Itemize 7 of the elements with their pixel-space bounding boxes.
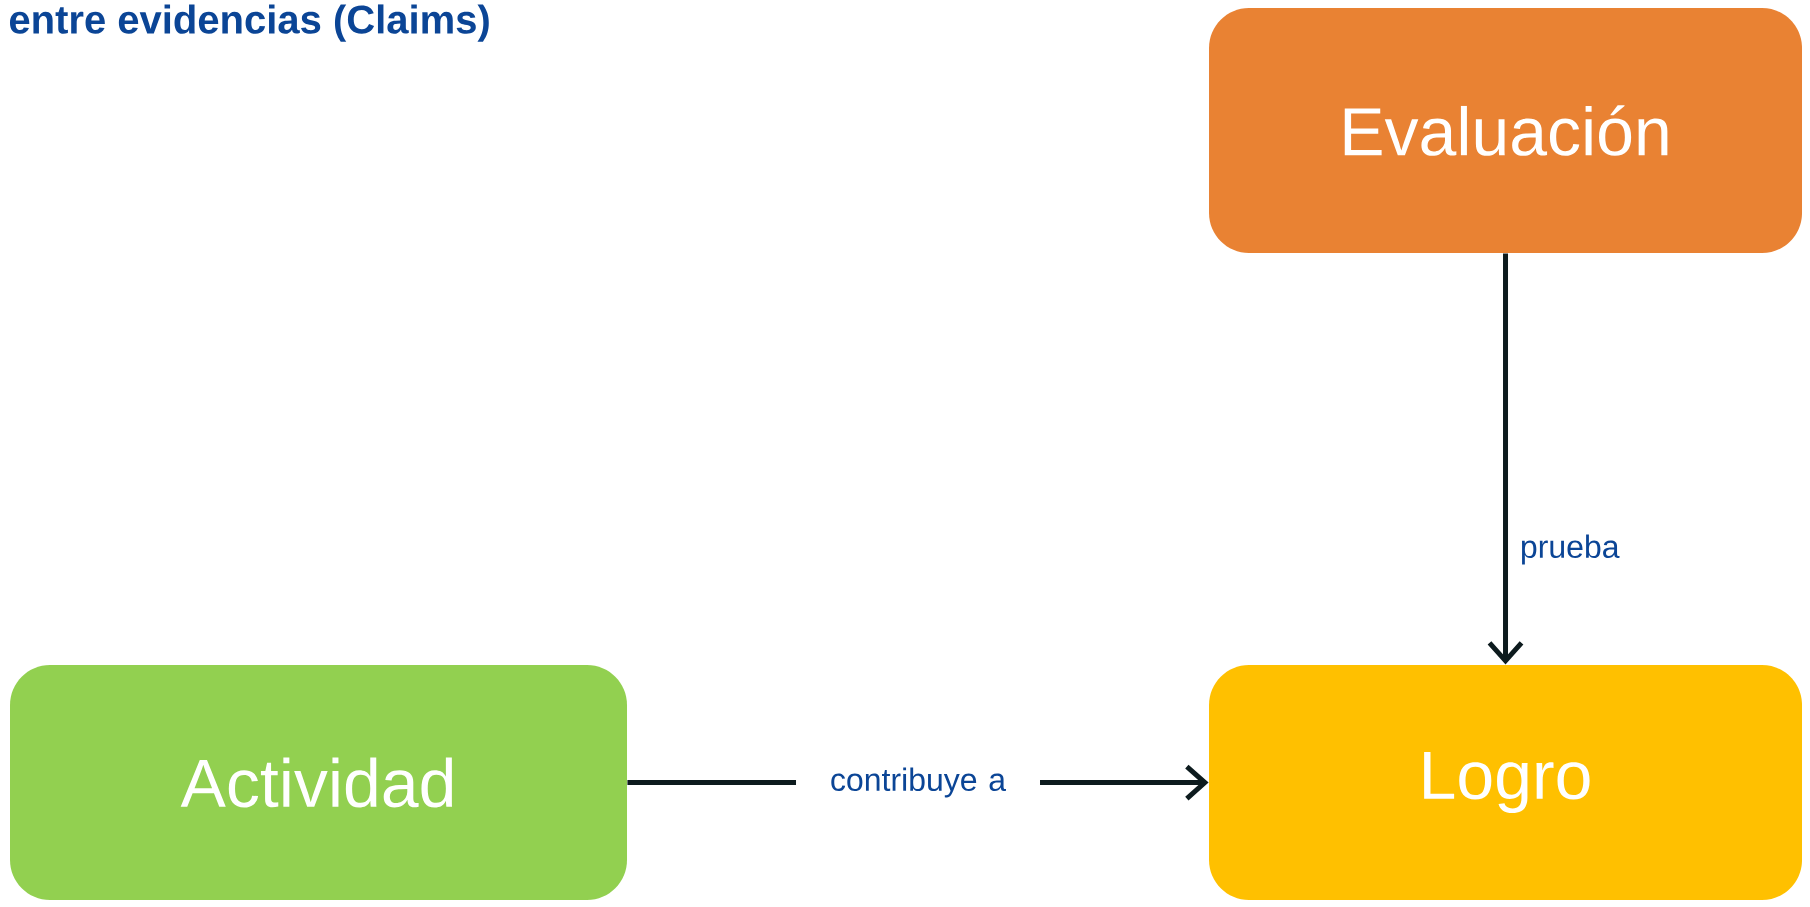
edge-label: contribuye a (796, 765, 1040, 800)
edge-label: prueba (1522, 534, 1620, 565)
process-box: Evaluación (1209, 8, 1802, 253)
process-box: Actividad (10, 665, 627, 900)
process-box: Logro (1209, 665, 1802, 900)
arrow (1487, 253, 1524, 665)
title: entre evidencias (Claims) (10, 4, 489, 42)
